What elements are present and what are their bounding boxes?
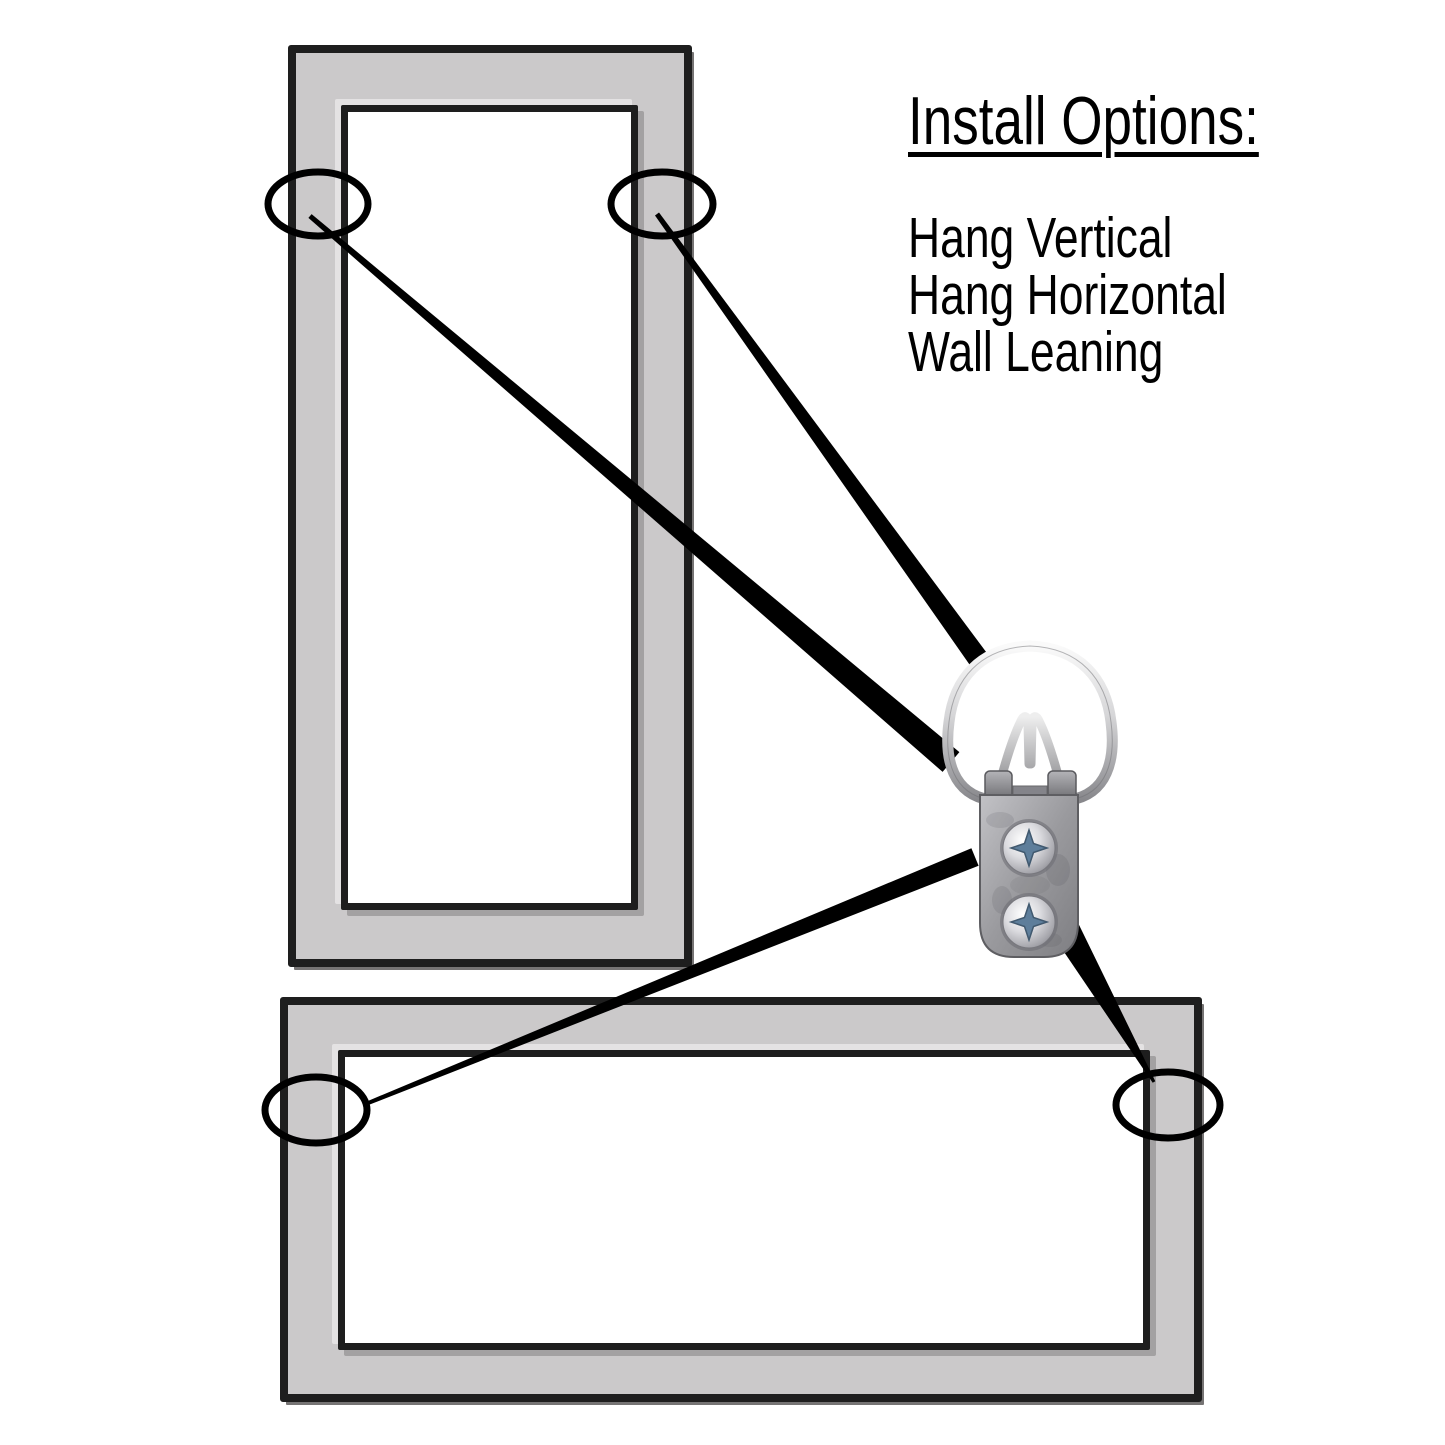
plate-texture bbox=[986, 812, 1070, 947]
vertical-frame bbox=[288, 45, 692, 967]
install-options-list: Hang Vertical Hang Horizontal Wall Leani… bbox=[908, 210, 1392, 381]
option-wall-leaning: Wall Leaning bbox=[908, 320, 1164, 384]
install-options-title: Install Options: bbox=[908, 83, 1259, 159]
option-hang-horizontal: Hang Horizontal bbox=[908, 263, 1227, 327]
d-ring-outline bbox=[947, 645, 1113, 801]
hanger-plate bbox=[979, 794, 1079, 958]
phillips-cross-icon bbox=[1008, 827, 1050, 869]
d-ring-icon bbox=[942, 640, 1118, 806]
horizontal-frame bbox=[280, 997, 1202, 1402]
hanger-hinge-tab-right bbox=[1047, 770, 1077, 802]
hanger-hinge-slot bbox=[1012, 785, 1048, 799]
screw-bottom bbox=[1000, 893, 1058, 951]
option-hang-vertical: Hang Vertical bbox=[908, 206, 1173, 270]
vertical-frame-opening bbox=[341, 105, 638, 910]
install-options-text-block: Install Options: Hang Vertical Hang Hori… bbox=[908, 82, 1392, 381]
phillips-cross-icon bbox=[1008, 901, 1050, 943]
screw-top bbox=[1000, 819, 1058, 877]
d-ring-hanger-illustration bbox=[942, 640, 1118, 958]
hanger-hinge-tab-left bbox=[984, 770, 1013, 802]
horizontal-frame-opening bbox=[338, 1050, 1150, 1350]
hanger-hook-right-prong bbox=[1026, 712, 1069, 803]
hanger-hook-left-prong bbox=[991, 712, 1034, 803]
